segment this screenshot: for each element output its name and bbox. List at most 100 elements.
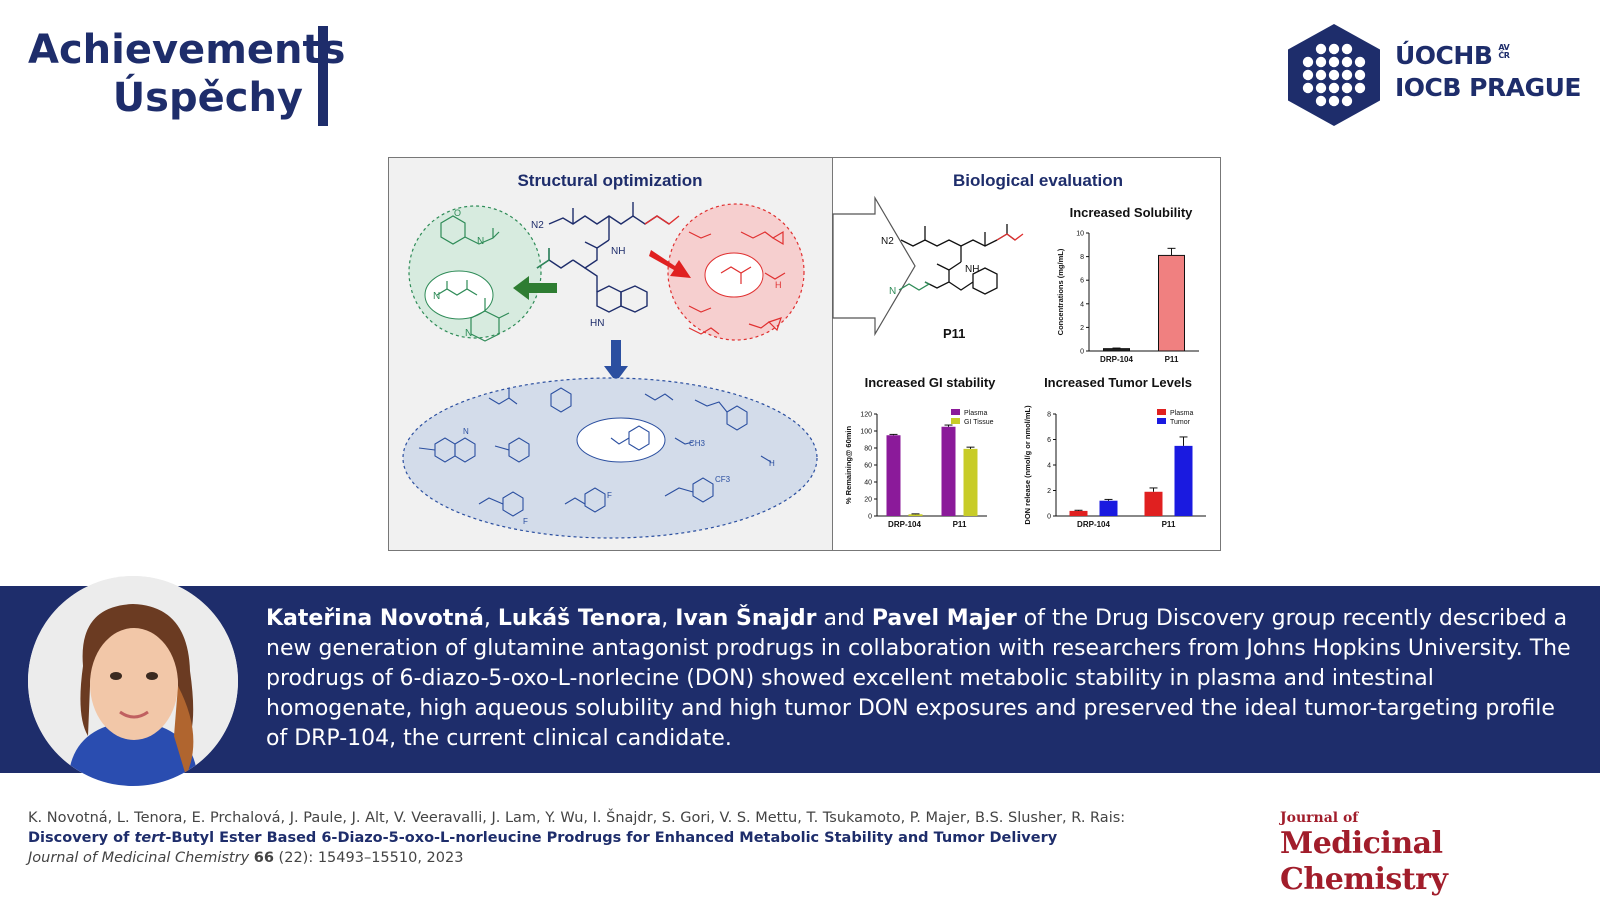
title-english: Achievements <box>28 27 346 73</box>
red-arrow <box>649 250 691 278</box>
y-tick-label: 2 <box>1047 488 1051 495</box>
legend-swatch <box>1157 418 1166 424</box>
p11-nh-label: NH <box>965 264 979 275</box>
y-tick-label: 8 <box>1080 254 1084 261</box>
bar <box>963 448 978 516</box>
green-n-label-3: N <box>465 328 472 339</box>
p11-red-group <box>996 233 1024 241</box>
logo-dot <box>1341 43 1353 55</box>
logo-dot <box>1328 43 1340 55</box>
title-divider <box>318 26 328 126</box>
bar <box>1174 445 1193 516</box>
blue-modification-ellipse: CH3 H F F CF3 N <box>402 377 818 539</box>
author-portrait <box>28 576 238 786</box>
title-czech: Úspěchy <box>112 75 303 121</box>
y-tick-label: 6 <box>1080 278 1084 285</box>
y-tick-label: 6 <box>1047 437 1051 444</box>
chart-title: Increased Tumor Levels <box>1044 375 1192 390</box>
journal-logo-small: Journal of <box>1280 810 1359 826</box>
logo-dot <box>1341 82 1353 94</box>
chart-solubility: Increased Solubility0246810Concentration… <box>1056 205 1199 364</box>
author-name-2: Lukáš Tenora <box>497 606 662 631</box>
y-tick-label: 0 <box>1080 349 1084 356</box>
right-panel-title: Biological evaluation <box>953 171 1123 190</box>
logo-dot <box>1328 56 1340 68</box>
page-title: Achievements Úspěchy <box>28 26 346 122</box>
legend-swatch <box>951 409 960 415</box>
logo-dot <box>1328 69 1340 81</box>
banner-description: Kateřina Novotná, Lukáš Tenora, Ivan Šna… <box>266 606 1571 751</box>
logo-dot <box>1315 56 1327 68</box>
p11-compound-label: P11 <box>943 326 965 341</box>
p11-n-label: N <box>889 286 896 297</box>
logo-dot <box>1315 43 1327 55</box>
ester-red-group <box>644 215 680 225</box>
y-tick-label: 0 <box>868 514 872 521</box>
y-tick-label: 4 <box>1080 301 1084 308</box>
y-tick-label: 0 <box>1047 514 1051 521</box>
blue-ch3-label: CH3 <box>689 439 706 448</box>
category-label: P11 <box>953 520 967 529</box>
logo-name: ÚOCHB <box>1395 41 1493 70</box>
y-tick-label: 4 <box>1047 463 1051 470</box>
y-axis-label: DON release (nmol/g or nmol/mL) <box>1023 405 1032 525</box>
central-nh-label: NH <box>611 246 625 257</box>
left-panel-title: Structural optimization <box>517 171 702 190</box>
category-label: DRP-104 <box>888 520 921 529</box>
chart-tumor-levels: Increased Tumor Levels 0 2 4 6 8 DON release (… <box>1023 375 1206 529</box>
category-label: DRP-104 <box>1077 520 1110 529</box>
legend-swatch <box>951 418 960 424</box>
citation-journal: Journal of Medicinal Chemistry 66 (22): … <box>28 850 464 866</box>
y-tick-label: 20 <box>864 497 872 504</box>
iocb-logo-icon <box>1288 24 1380 126</box>
description-banner <box>0 586 1600 773</box>
category-label: P11 <box>1162 520 1176 529</box>
logo-dot <box>1315 69 1327 81</box>
y-tick-label: 2 <box>1080 325 1084 332</box>
y-tick-label: 8 <box>1047 412 1051 419</box>
central-hn-label: HN <box>590 318 604 329</box>
logo-dot <box>1341 69 1353 81</box>
logo-dot <box>1354 69 1366 81</box>
graphical-abstract: Structural optimization Biological evalu… <box>388 157 1221 551</box>
p11-structure <box>900 224 1016 295</box>
y-tick-label: 10 <box>1076 231 1084 238</box>
citation: K. Novotná, L. Tenora, E. Prchalová, J. … <box>28 808 1258 868</box>
logo-dot <box>1328 95 1340 107</box>
blue-f-label-1: F <box>523 517 528 526</box>
legend-label: Tumor <box>1170 419 1191 426</box>
amide-green-group <box>536 248 550 269</box>
bar <box>886 435 901 516</box>
logo-dot <box>1341 95 1353 107</box>
citation-title: Discovery of tert-Butyl Ester Based 6-Di… <box>28 830 1058 846</box>
bar <box>1144 491 1163 516</box>
green-arrow <box>513 276 557 300</box>
bar <box>1103 348 1130 352</box>
logo-dot <box>1302 56 1314 68</box>
author-name-3: Ivan Šnajdr <box>675 606 817 631</box>
legend-label: GI Tissue <box>964 419 994 426</box>
chart-title: Increased Solubility <box>1070 205 1194 220</box>
category-label: P11 <box>1165 355 1179 364</box>
green-o-label: O <box>454 208 461 218</box>
banner-body-text: of the Drug Discovery group recently des… <box>266 606 1571 751</box>
bar <box>941 426 956 516</box>
y-tick-label: 60 <box>864 463 872 470</box>
author-name-4: Pavel Majer <box>871 606 1017 631</box>
green-n-label-2: N <box>477 236 484 247</box>
bar <box>1069 510 1088 516</box>
journal-logo: Journal of Medicinal Chemistry <box>1280 810 1600 898</box>
y-tick-label: 120 <box>860 412 872 419</box>
logo-dot <box>1341 56 1353 68</box>
chevron-arrow <box>832 195 916 337</box>
y-axis-label: % Remaining@ 60min <box>844 426 853 505</box>
logo-dot <box>1315 95 1327 107</box>
bar <box>1158 254 1185 352</box>
figure-drawing: Structural optimization Biological evalu… <box>402 171 1206 539</box>
green-n-label: N <box>433 291 440 302</box>
blue-h-label: H <box>769 459 775 468</box>
logo-dot <box>1315 82 1327 94</box>
